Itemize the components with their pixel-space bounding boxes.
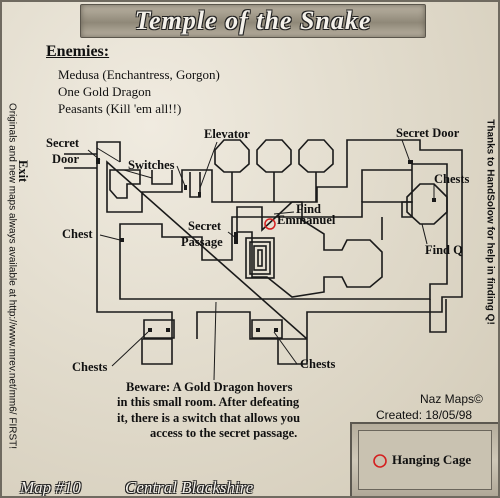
label-secret-door-left: Door xyxy=(52,152,80,166)
octagon-room-wall xyxy=(214,139,250,173)
pointer-line xyxy=(96,147,121,163)
pointer-line xyxy=(176,165,186,187)
label-find-emmanuel: Find xyxy=(296,202,322,216)
label-secret-passage: Secret xyxy=(188,219,222,233)
label-secret-passage: Passage xyxy=(181,235,223,249)
label-find-emmanuel: Emmanuel xyxy=(277,213,336,227)
octagon-room-wall xyxy=(256,139,292,173)
right-room-wall xyxy=(406,183,448,225)
bottom-room-wall xyxy=(251,319,283,339)
enemy-item: One Gold Dragon xyxy=(58,84,152,99)
pointer-line xyxy=(213,301,217,381)
dragon-note-line: Beware: A Gold Dragon hovers xyxy=(126,380,293,394)
switch-marker xyxy=(198,192,201,197)
hanging-cage-marker xyxy=(264,218,276,230)
pointer-line xyxy=(199,141,218,189)
enemies-heading: Enemies: xyxy=(46,43,110,60)
label-chests-bottom-left: Chests xyxy=(72,360,108,374)
legend-box: Hanging Cage xyxy=(350,422,498,496)
label-chest: Chest xyxy=(62,227,93,241)
pointer-line xyxy=(87,149,101,161)
spiral-ring xyxy=(249,241,271,275)
map-region: Central Blackshire xyxy=(125,478,254,497)
label-find-q: Find Q xyxy=(425,243,463,257)
switch-marker xyxy=(184,185,187,190)
chest-marker xyxy=(274,328,278,332)
switch-corridor-wall xyxy=(151,170,173,185)
dragon-note-line: access to the secret passage. xyxy=(150,426,298,440)
label-chests-right: Chests xyxy=(434,172,470,186)
spiral-ring xyxy=(245,237,275,279)
pointer-line xyxy=(421,223,428,245)
pointer-line xyxy=(123,169,153,179)
elevator-shaft-wall xyxy=(189,172,201,198)
spiral-ring xyxy=(257,249,263,267)
left-corridor-wall xyxy=(64,141,121,169)
dragon-note-line: it, there is a switch that allows you xyxy=(117,411,301,425)
footer-bar: Map #10 Central Blackshire xyxy=(10,478,340,497)
left-chamber-wall xyxy=(109,169,141,199)
pointer-line xyxy=(111,331,149,367)
secret-door-marker xyxy=(408,160,413,164)
pointer-line xyxy=(401,139,411,163)
pointer-line xyxy=(273,211,295,215)
bottom-room-wall xyxy=(143,319,175,339)
right-room-wall xyxy=(401,201,413,218)
secret-door-marker xyxy=(96,158,100,164)
title-banner: Temple of the Snake xyxy=(80,4,426,38)
legend-hanging-cage: Hanging Cage xyxy=(392,452,472,467)
bottom-right-wall xyxy=(429,299,447,333)
pointer-line xyxy=(227,231,237,239)
map-number: Map #10 xyxy=(20,478,81,497)
right-corridor-wall xyxy=(361,169,412,240)
chest-marker xyxy=(256,328,260,332)
legend-inner xyxy=(358,430,492,490)
pointer-line xyxy=(273,331,298,365)
octagon-room-wall xyxy=(298,139,334,173)
enemy-item: Peasants (Kill 'em all!!) xyxy=(58,101,182,116)
label-switches: Switches xyxy=(128,158,175,172)
label-secret-door-left: Secret xyxy=(46,136,80,150)
chest-marker xyxy=(432,198,436,202)
octagon-links xyxy=(231,172,317,202)
pointer-line xyxy=(99,234,121,241)
spiral-ring xyxy=(253,245,267,271)
credit-author: Naz Maps© xyxy=(420,392,483,406)
outer-hall-wall xyxy=(96,139,463,365)
chest-marker xyxy=(148,328,152,332)
chest-marker xyxy=(120,238,124,242)
label-chests-bottom-mid: Chests xyxy=(300,357,336,371)
label-secret-door-right: Secret Door xyxy=(396,126,460,140)
label-elevator: Elevator xyxy=(204,127,250,141)
temple-wall xyxy=(236,201,383,298)
chest-marker xyxy=(166,328,170,332)
map-title: Temple of the Snake xyxy=(134,6,372,35)
label-exit: Exit xyxy=(16,160,30,183)
enemy-item: Medusa (Enchantress, Gorgon) xyxy=(58,67,220,82)
dragon-note-line: in this small room. After defeating xyxy=(117,395,300,409)
credit-created: Created: 18/05/98 xyxy=(376,408,473,422)
hanging-cage-legend-icon xyxy=(373,454,387,468)
